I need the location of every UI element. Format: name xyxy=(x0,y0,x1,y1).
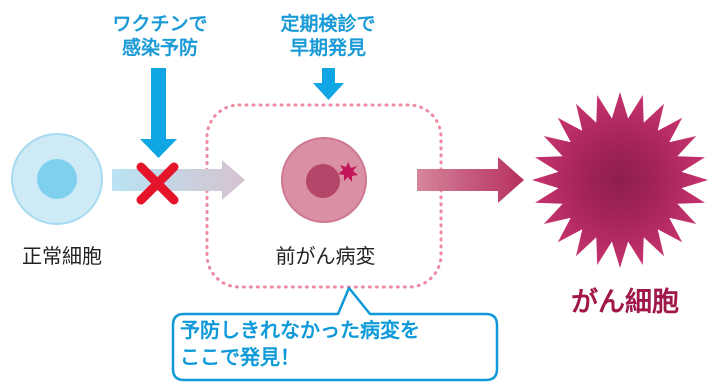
normal-cell xyxy=(11,133,103,225)
callout-line2: ここで発見！ xyxy=(180,345,300,369)
screening-label: 定期検診で 早期発見 xyxy=(268,12,388,60)
callout-line1: 予防しきれなかった病変を xyxy=(180,318,420,342)
right-arrow-icon xyxy=(417,157,524,203)
precancer-label: 前がん病変 xyxy=(275,244,376,268)
down-arrow-icon xyxy=(140,68,177,158)
precancer-cell xyxy=(281,137,367,223)
callout-text: 予防しきれなかった病変を ここで発見！ xyxy=(180,317,490,371)
vaccine-label-line1: ワクチンで xyxy=(112,13,208,35)
spark-icon xyxy=(338,162,358,182)
cancer-cell-label: がん細胞 xyxy=(571,287,679,318)
vaccine-label: ワクチンで 感染予防 xyxy=(100,12,220,60)
cancer-cell xyxy=(532,92,708,268)
right-arrow-icon xyxy=(112,160,245,200)
down-arrow-icon xyxy=(313,68,344,100)
screening-frame xyxy=(205,103,443,289)
vaccine-label-line2: 感染予防 xyxy=(121,37,198,59)
screening-label-line1: 定期検診で xyxy=(280,13,376,35)
cross-icon xyxy=(136,162,179,205)
screening-label-line2: 早期発見 xyxy=(289,37,366,59)
normal-cell-label: 正常細胞 xyxy=(22,244,102,268)
callout-bubble xyxy=(171,286,499,382)
